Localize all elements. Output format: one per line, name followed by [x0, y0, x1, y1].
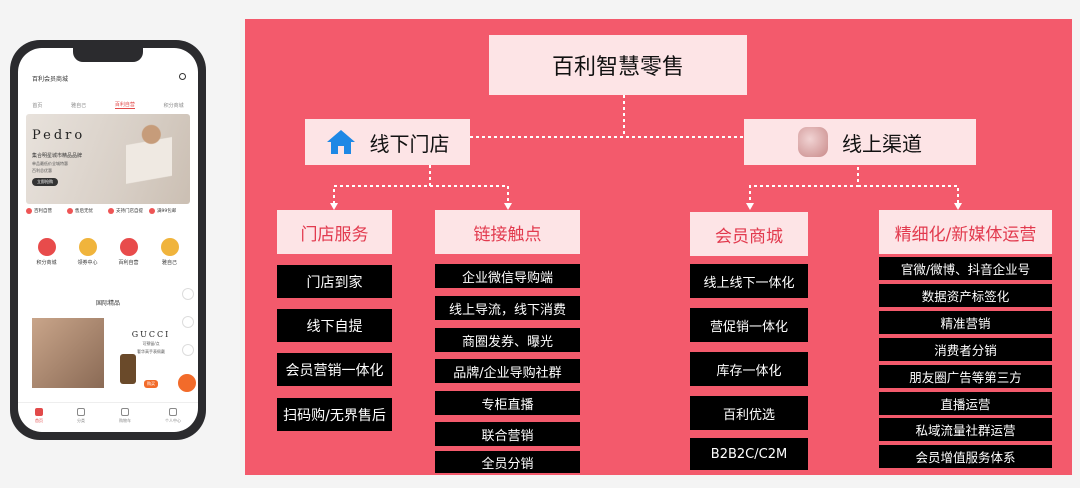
shortcut-grid: 积分商城 领券中心 百利自营 雅自己 [26, 238, 190, 266]
group-new-media: 精细化/新媒体运营 [879, 210, 1052, 254]
phone-tabs: 首页 雅自己 百利自营 积分商城 [18, 98, 198, 112]
product-subtitle-1: 可预留/点 [142, 341, 160, 346]
brand-logo-icon [798, 127, 828, 157]
badge-dot-icon [26, 208, 32, 214]
leaf-item: B2B2C/C2M [690, 438, 808, 470]
banner-line-3: 百利总优惠 [32, 168, 52, 173]
house-icon [326, 130, 355, 154]
online-channel-node: 线上渠道 [744, 119, 976, 165]
leaf-item: 库存一体化 [690, 352, 808, 386]
badge-dot-icon [67, 208, 73, 214]
phone-screen: 百利会员商城 首页 雅自己 百利自营 积分商城 Pedro 集合明星城市精品品牌… [18, 48, 198, 432]
leaf-item: 扫码购/无界售后 [277, 398, 392, 431]
leaf-item: 朋友圈广告等第三方 [879, 365, 1052, 388]
nav-home[interactable]: 首页 [35, 408, 43, 424]
self-icon [160, 238, 179, 256]
leaf-item: 全员分销 [435, 451, 580, 473]
points-mall-icon [37, 238, 56, 256]
leaf-item: 消费者分销 [879, 338, 1052, 361]
leaf-item: 直播运营 [879, 392, 1052, 415]
service-badge: 百利自营 [26, 208, 67, 214]
tab-own[interactable]: 百利自营 [114, 102, 135, 109]
coupon-icon [78, 238, 97, 256]
nav-category[interactable]: 分类 [77, 408, 85, 424]
leaf-item: 品牌/企业导购社群 [435, 359, 580, 383]
product-image[interactable] [32, 318, 104, 388]
leaf-item: 精准营销 [879, 311, 1052, 334]
shortcut-points-mall[interactable]: 积分商城 [26, 238, 67, 266]
banner-brand: Pedro [32, 128, 86, 143]
service-badge: 售后无忧 [67, 208, 108, 214]
target-icon[interactable] [179, 73, 186, 80]
group-store-service: 门店服务 [277, 210, 392, 254]
service-badges: 百利自营 售后无忧 支持门店自提 满99包邮 [26, 208, 190, 214]
store-icon [119, 238, 138, 256]
bottom-nav: 首页 分类 购物车 个人中心 [18, 402, 198, 429]
tab-points[interactable]: 积分商城 [163, 102, 184, 109]
shortcut-own-store[interactable]: 百利自营 [108, 238, 149, 266]
category-icon [77, 408, 85, 416]
home-icon [35, 408, 43, 416]
phone-mockup: 百利会员商城 首页 雅自己 百利自营 积分商城 Pedro 集合明星城市精品品牌… [10, 40, 206, 440]
promo-banner[interactable]: Pedro 集合明星城市精品品牌 单品最低价全城特惠 百利总优惠 立即抢购 [26, 114, 190, 204]
service-badge: 满99包邮 [149, 208, 190, 214]
profile-icon [169, 408, 177, 416]
app-title: 百利会员商城 [32, 76, 69, 83]
leaf-item: 专柜直播 [435, 391, 580, 415]
coupon-float-icon[interactable] [178, 374, 196, 392]
leaf-item: 线上线下一体化 [690, 264, 808, 298]
leaf-item: 门店到家 [277, 265, 392, 298]
badge-dot-icon [108, 208, 114, 214]
cart-icon [121, 408, 129, 416]
leaf-item: 商圈发券、曝光 [435, 328, 580, 352]
section-title: 国际精品 [95, 300, 120, 307]
nav-profile[interactable]: 个人中心 [165, 408, 181, 424]
scan-icon[interactable] [182, 316, 194, 328]
shortcut-coupon-center[interactable]: 领券中心 [67, 238, 108, 266]
leaf-item: 数据资产标签化 [879, 284, 1052, 307]
product-card[interactable]: GUCCI 可预留/点 奢华高手表佩戴 [116, 330, 186, 355]
leaf-item: 会员增值服务体系 [879, 445, 1052, 468]
watch-image [120, 354, 136, 384]
leaf-item: 官微/微博、抖音企业号 [879, 257, 1052, 280]
leaf-item: 营促销一体化 [690, 308, 808, 342]
phone-notch [73, 48, 143, 62]
leaf-item: 私域流量社群运营 [879, 418, 1052, 441]
plus-icon[interactable] [182, 344, 194, 356]
offline-store-node: 线下门店 [305, 119, 470, 165]
nav-cart[interactable]: 购物车 [119, 408, 131, 424]
leaf-item: 百利优选 [690, 396, 808, 430]
tab-home[interactable]: 首页 [32, 102, 43, 109]
leaf-item: 企业微信导购端 [435, 264, 580, 288]
banner-button[interactable]: 立即抢购 [32, 178, 58, 186]
banner-model-image [126, 120, 172, 200]
root-node: 百利智慧零售 [489, 35, 747, 95]
leaf-item: 会员营销一体化 [277, 353, 392, 386]
group-touchpoints: 链接触点 [435, 210, 580, 254]
buy-badge[interactable]: 购买 [144, 380, 158, 388]
leaf-item: 联合营销 [435, 422, 580, 446]
product-subtitle-2: 奢华高手表佩戴 [137, 349, 165, 354]
banner-line-1: 集合明星城市精品品牌 [32, 153, 83, 159]
refresh-icon[interactable] [182, 288, 194, 300]
shortcut-self[interactable]: 雅自己 [149, 238, 190, 266]
leaf-item: 线下自提 [277, 309, 392, 342]
banner-line-2: 单品最低价全城特惠 [32, 161, 68, 166]
service-badge: 支持门店自提 [108, 208, 149, 214]
product-brand: GUCCI [131, 330, 171, 339]
badge-dot-icon [149, 208, 155, 214]
leaf-item: 线上导流，线下消费 [435, 296, 580, 320]
tab-self[interactable]: 雅自己 [71, 102, 87, 109]
group-member-mall: 会员商城 [690, 212, 808, 256]
